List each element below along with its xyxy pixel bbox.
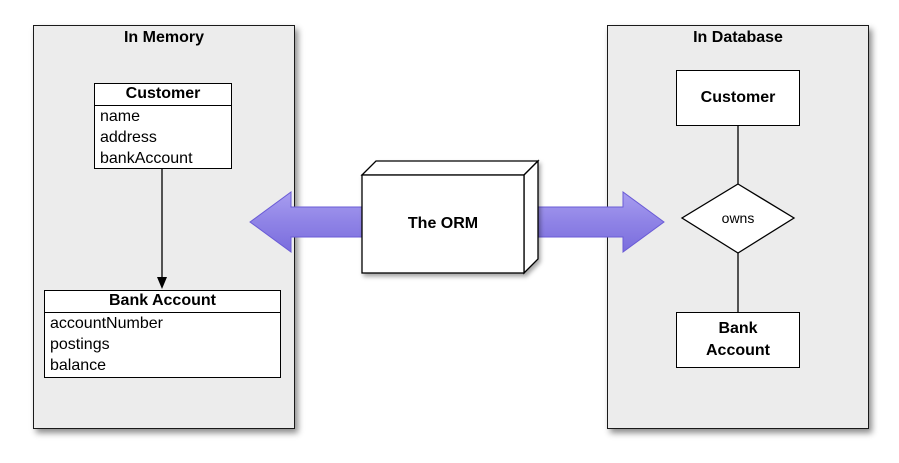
bank-account-attr-accountnumber: accountNumber bbox=[50, 315, 163, 332]
customer-class-title: Customer bbox=[95, 84, 231, 106]
orm-label-text: The ORM bbox=[407, 215, 479, 232]
bank-account-class-box: Bank Account accountNumber postings bala… bbox=[44, 290, 281, 378]
bank-account-entity-label-line1: Bank bbox=[718, 320, 758, 337]
owns-diamond bbox=[680, 183, 796, 254]
bank-account-attr-postings: postings bbox=[50, 336, 110, 353]
arrowhead-icon bbox=[157, 277, 167, 289]
bank-account-entity-label-line2: Account bbox=[706, 342, 770, 359]
orm-label: The ORM bbox=[362, 175, 524, 273]
customer-entity-label: Customer bbox=[700, 89, 776, 106]
bank-account-class-title: Bank Account bbox=[45, 291, 280, 313]
customer-attr-address: address bbox=[100, 129, 157, 146]
left-arrow-icon bbox=[249, 191, 365, 253]
customer-class-box: Customer name address bankAccount bbox=[94, 83, 232, 169]
customer-attr-name: name bbox=[100, 108, 141, 125]
orm-box bbox=[360, 159, 540, 275]
bank-account-attr-balance: balance bbox=[50, 357, 107, 374]
right-arrow-icon bbox=[535, 191, 665, 253]
in-memory-title: In Memory bbox=[123, 29, 204, 46]
customer-attr-bankaccount: bankAccount bbox=[100, 150, 193, 167]
owns-label-text: owns bbox=[721, 210, 755, 226]
customer-entity: Customer bbox=[676, 70, 800, 126]
bank-account-entity: Bank Account bbox=[676, 312, 800, 368]
owns-label: owns bbox=[700, 208, 776, 228]
in-database-title: In Database bbox=[693, 29, 783, 46]
